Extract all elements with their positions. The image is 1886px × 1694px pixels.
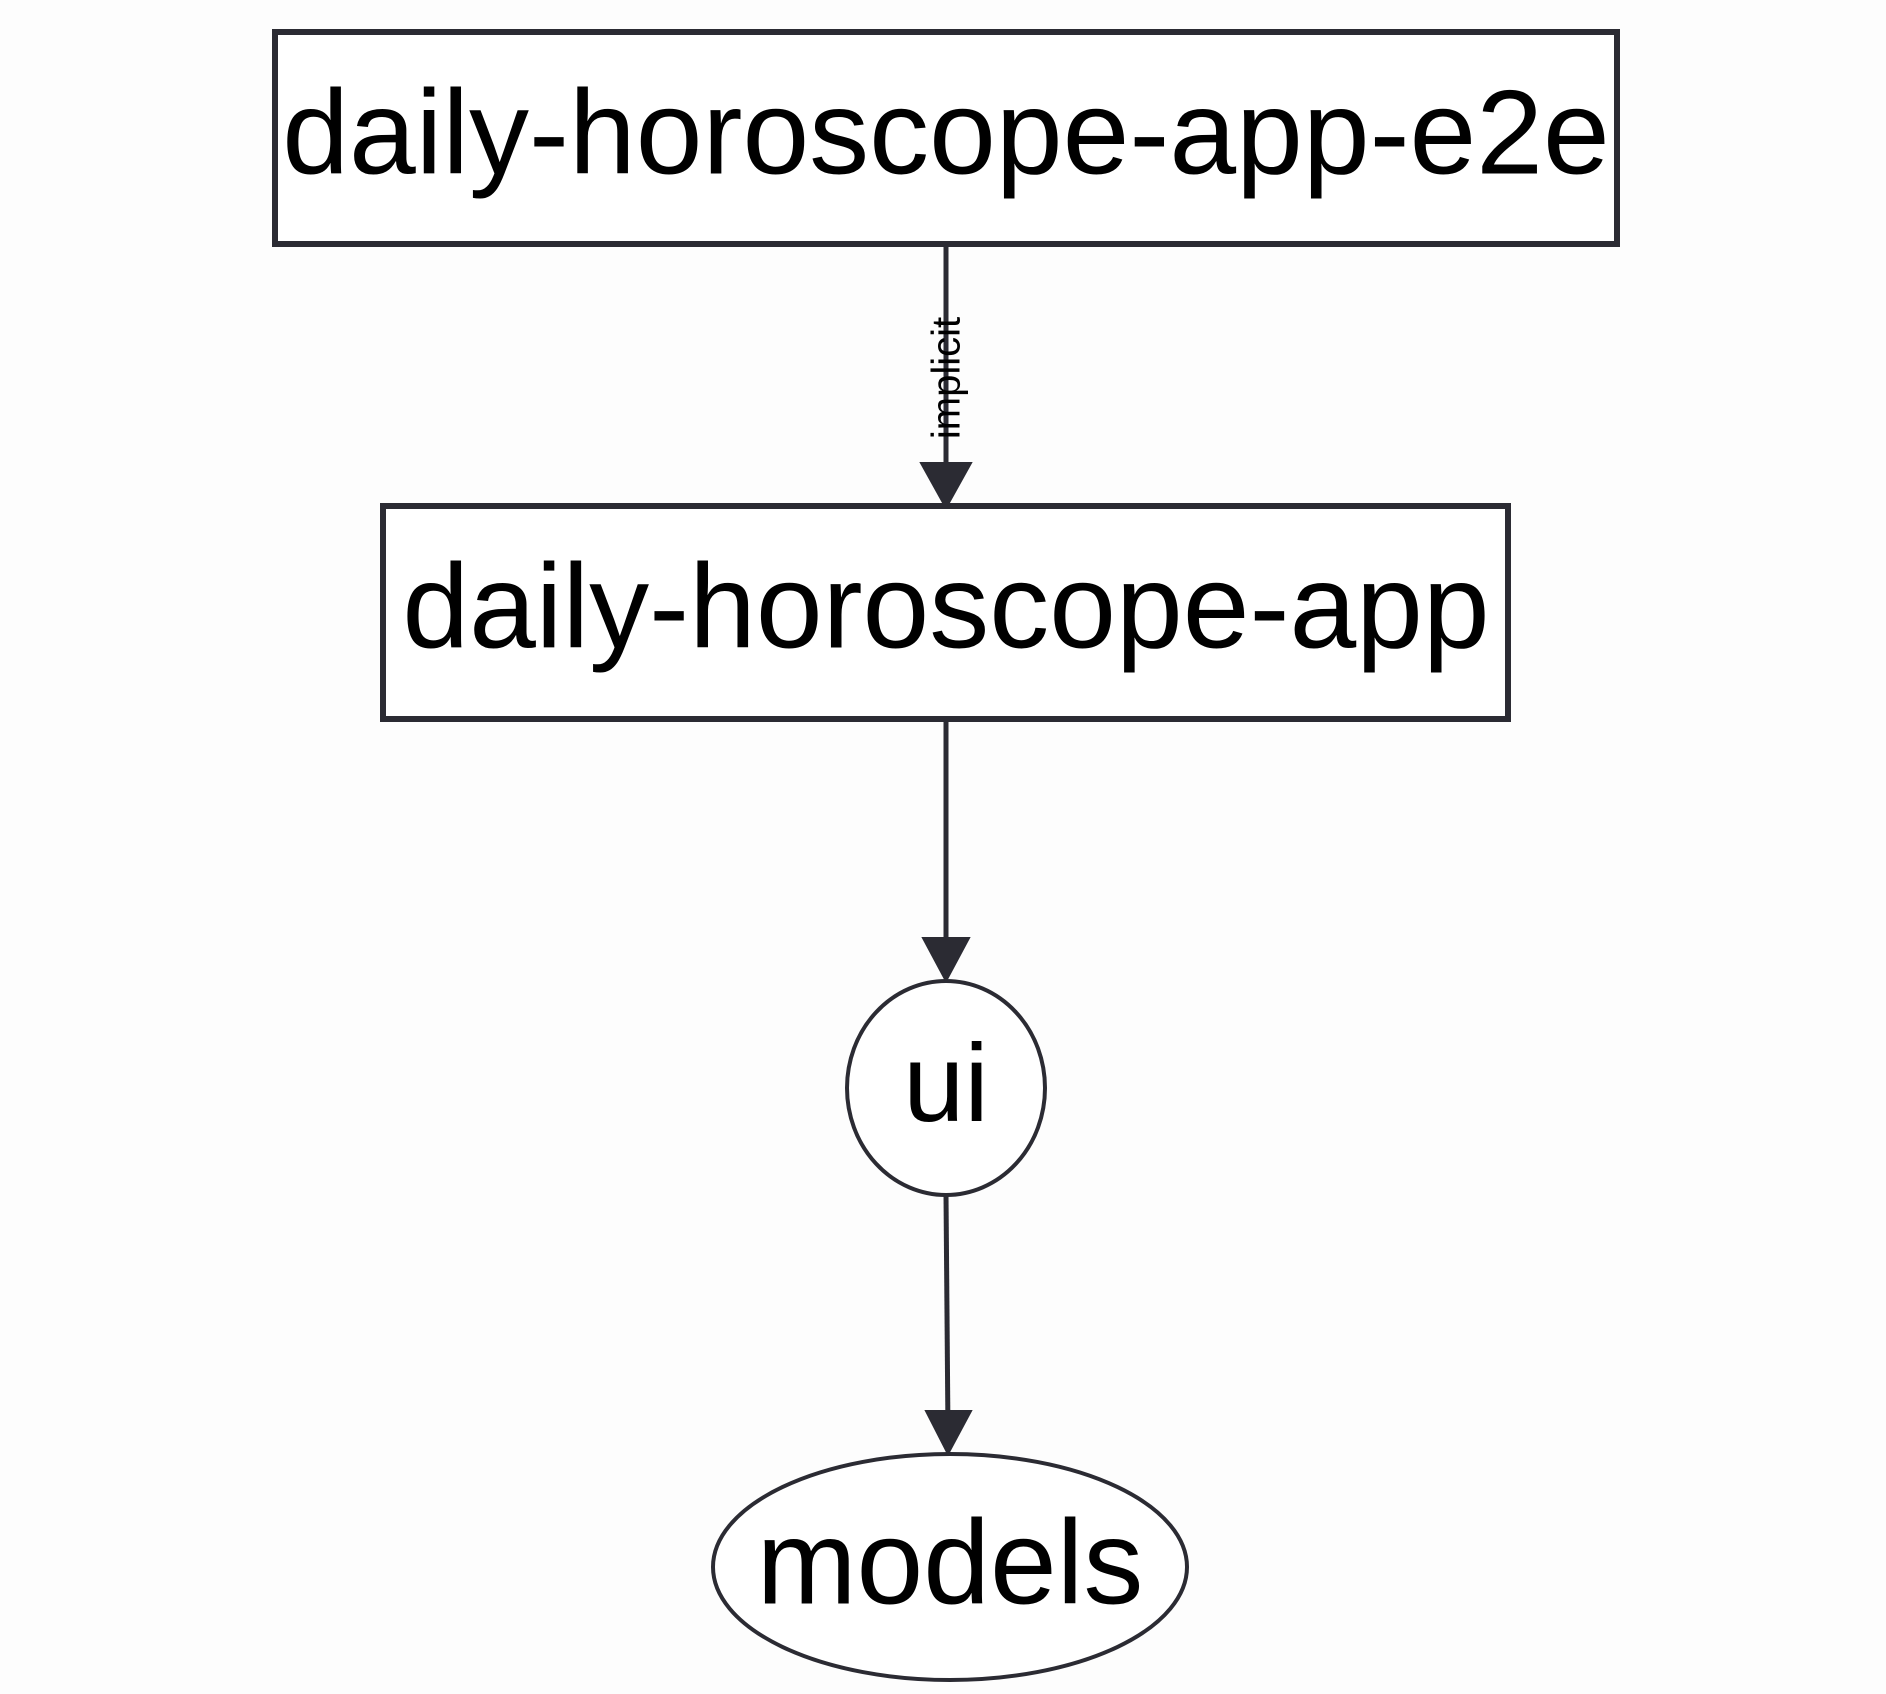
node-ui[interactable]: ui [845, 979, 1047, 1197]
arrowhead-e2e-app [919, 462, 973, 511]
edge-e2e-to-app[interactable]: implicit [919, 244, 973, 511]
arrowhead-ui-models [924, 1410, 973, 1457]
node-label-app: daily-horoscope-app [402, 540, 1489, 674]
node-label-ui: ui [903, 1022, 989, 1145]
arrowhead-app-ui [921, 937, 971, 984]
node-label-models: models [757, 1496, 1144, 1630]
node-models[interactable]: models [711, 1452, 1189, 1682]
edge-app-to-ui[interactable] [921, 719, 971, 984]
node-daily-horoscope-app[interactable]: daily-horoscope-app [380, 503, 1511, 722]
node-daily-horoscope-app-e2e[interactable]: daily-horoscope-app-e2e [272, 29, 1620, 247]
node-rect-e2e[interactable] [272, 29, 1620, 247]
node-ellipse-models[interactable] [711, 1452, 1189, 1682]
edge-line-ui-models [943, 1194, 951, 1434]
node-label-e2e: daily-horoscope-app-e2e [282, 66, 1610, 200]
edge-label-implicit: implicit [925, 317, 969, 439]
node-rect-app[interactable] [380, 503, 1511, 722]
edge-ui-to-models[interactable] [924, 1194, 973, 1457]
